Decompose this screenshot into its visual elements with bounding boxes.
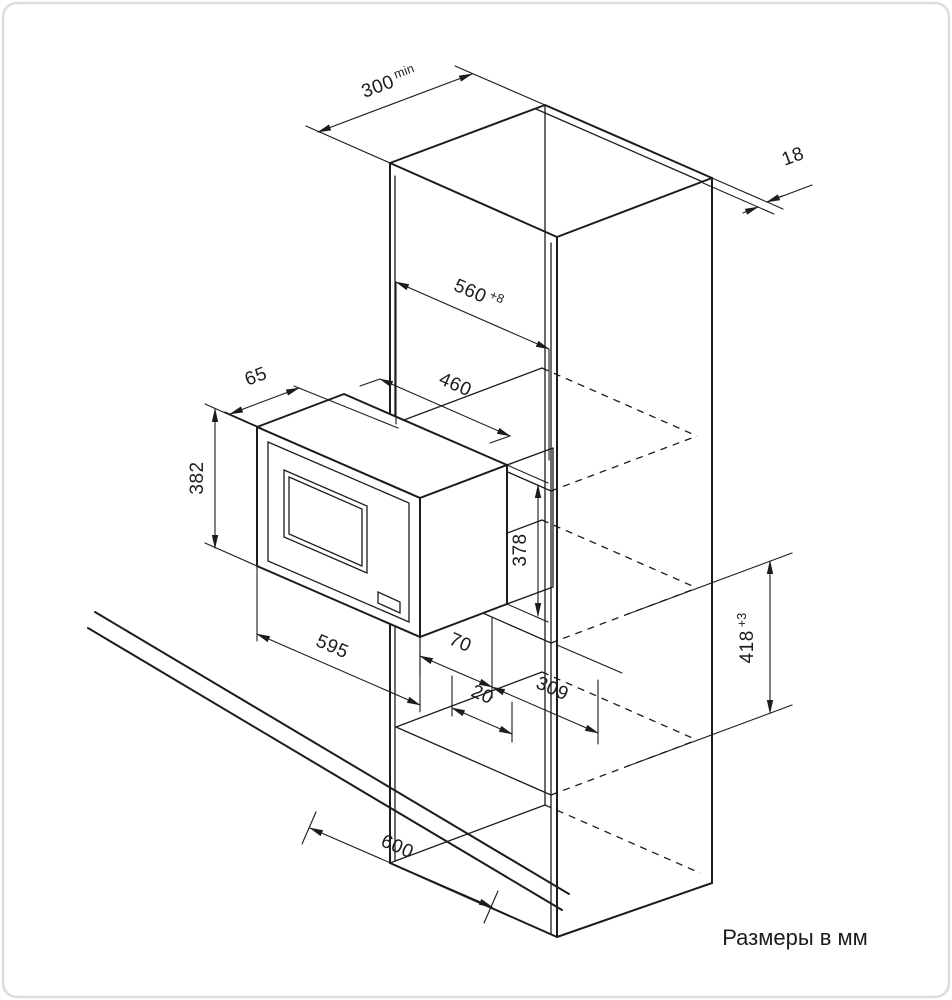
dim-appliance-height-label: 382 — [187, 461, 208, 494]
microwave-control-display — [377, 590, 401, 615]
bottom-panel-back-edge-dashed — [544, 804, 701, 874]
niche-depth-top-line — [506, 447, 554, 466]
dim-appliance-height: 382 — [187, 403, 258, 567]
top-panel-thickness-line — [535, 108, 704, 183]
dim-panel-thickness: 18 — [702, 143, 813, 215]
lower-shelf-left-edge — [395, 671, 543, 728]
microwave-window-outer — [283, 469, 368, 574]
microwave-door-outline — [267, 441, 410, 623]
dim-frame-offset-label: 65 — [242, 363, 270, 390]
dim-body-height: 378 — [506, 464, 549, 623]
dim-panel-thickness-label: 18 — [779, 143, 807, 170]
dim-top-depth-label: 300min — [358, 61, 419, 102]
cabinet-bottom-right-edge — [556, 882, 713, 938]
dim-body-height-label: 378 — [510, 533, 531, 566]
dim-niche-height-label: 418+3 — [735, 613, 758, 664]
microwave — [256, 393, 554, 638]
lower-shelf-front-edge — [395, 726, 552, 796]
upper-shelf-back-edge-dashed — [541, 367, 698, 437]
upper-shelf-right-edge-dashed — [550, 435, 698, 492]
lower-shelf-back-edge-dashed — [541, 671, 698, 741]
middle-shelf-back-edge-dashed — [541, 519, 698, 589]
niche-depth-bottom-line — [506, 586, 554, 605]
microwave-window-inner — [288, 476, 363, 567]
units-note: Размеры в мм — [722, 925, 868, 950]
dim-niche-height: 418+3 — [627, 552, 793, 767]
dim-appliance-width-label: 595 — [313, 631, 352, 663]
